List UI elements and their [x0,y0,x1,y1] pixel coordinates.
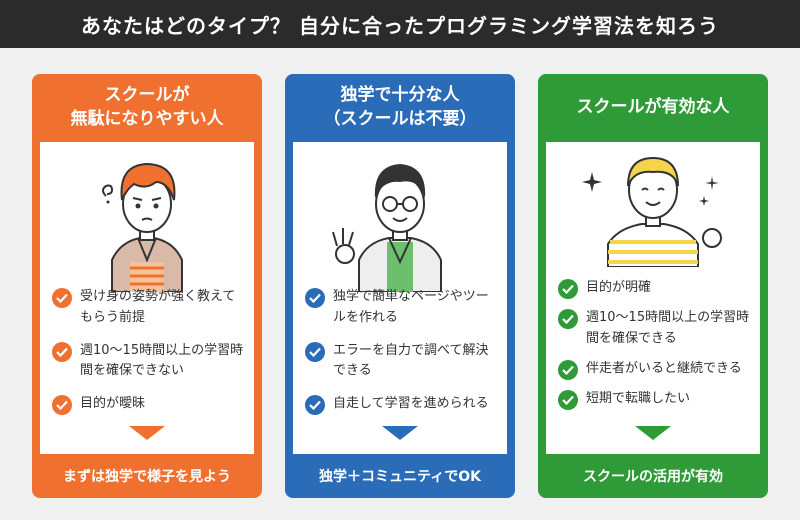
checklist: 独学で簡単なページやツールを作れる エラーを自力で調べて解決できる 自走して学習… [305,287,499,427]
card-header-line1: スクールが [104,85,190,106]
list-item: 短期で転職したい [558,389,752,410]
check-icon [305,395,325,416]
card-header: スクールが 無駄になりやすい人 [32,74,262,142]
card-header: スクールが有効な人 [538,74,768,142]
card-footer: まずは独学で様子を見よう [63,469,231,485]
motivated-person-illustration [546,142,760,267]
list-item-text: エラーを自力で調べて解決できる [333,342,489,379]
list-item-text: 伴走者がいると継続できる [586,360,742,376]
checklist: 受け身の姿勢が強く教えてもらう前提 週10〜15時間以上の学習時間を確保できない… [52,287,246,427]
card-body: 受け身の姿勢が強く教えてもらう前提 週10〜15時間以上の学習時間を確保できない… [40,142,254,454]
confident-person-illustration [293,142,507,292]
list-item-text: 目的が曖昧 [80,396,146,412]
check-icon [558,309,578,329]
list-item: 伴走者がいると継続できる [558,359,752,380]
card-header-line2: 無駄になりやすい人 [70,109,224,129]
down-arrow-icon [382,426,418,440]
confused-person-illustration [40,142,254,292]
check-icon [305,341,325,362]
card-body: 目的が明確 週10〜15時間以上の学習時間を確保できる 伴走者がいると継続できる… [546,142,760,454]
card-body: 独学で簡単なページやツールを作れる エラーを自力で調べて解決できる 自走して学習… [293,142,507,454]
card-footer: 独学＋コミュニティでOK [319,469,481,485]
check-icon [52,395,72,416]
checklist: 目的が明確 週10〜15時間以上の学習時間を確保できる 伴走者がいると継続できる… [558,278,752,419]
check-icon [52,341,72,362]
list-item: 目的が曖昧 [52,394,246,416]
card-self-study: 独学で十分な人 （スクールは不要） [285,74,515,498]
list-item: 自走して学習を進められる [305,394,499,416]
list-item: 独学で簡単なページやツールを作れる [305,287,499,329]
check-icon [305,288,325,308]
list-item: 受け身の姿勢が強く教えてもらう前提 [52,287,246,329]
list-item-text: 独学で簡単なページやツールを作れる [333,289,489,325]
card-header-line1: スクールが有効な人 [576,97,730,118]
down-arrow-icon [635,426,671,440]
list-item-text: 週10〜15時間以上の学習時間を確保できない [80,342,244,379]
check-icon [558,359,578,380]
card-school-wasted: スクールが 無駄になりやすい人 [32,74,262,498]
card-header-line1: 独学で十分な人 [340,85,460,106]
list-item-text: 目的が明確 [586,280,652,295]
page-title: あなたはどのタイプ？ 自分に合ったプログラミング学習法を知ろう [0,0,800,48]
list-item-text: 自走して学習を進められる [333,396,489,412]
list-item: 目的が明確 [558,278,752,299]
check-icon [558,279,578,299]
check-icon [558,389,578,410]
list-item: 週10〜15時間以上の学習時間を確保できない [52,341,246,383]
list-item-text: 受け身の姿勢が強く教えてもらう前提 [80,289,236,325]
list-item: エラーを自力で調べて解決できる [305,341,499,383]
list-item-text: 週10〜15時間以上の学習時間を確保できる [586,310,750,346]
card-header: 独学で十分な人 （スクールは不要） [285,74,515,142]
down-arrow-icon [129,426,165,440]
card-footer: スクールの活用が有効 [583,469,723,485]
card-header-line2: （スクールは不要） [323,109,477,129]
card-school-effective: スクールが有効な人 [538,74,768,498]
list-item-text: 短期で転職したい [586,390,691,406]
check-icon [52,288,72,308]
list-item: 週10〜15時間以上の学習時間を確保できる [558,308,752,350]
